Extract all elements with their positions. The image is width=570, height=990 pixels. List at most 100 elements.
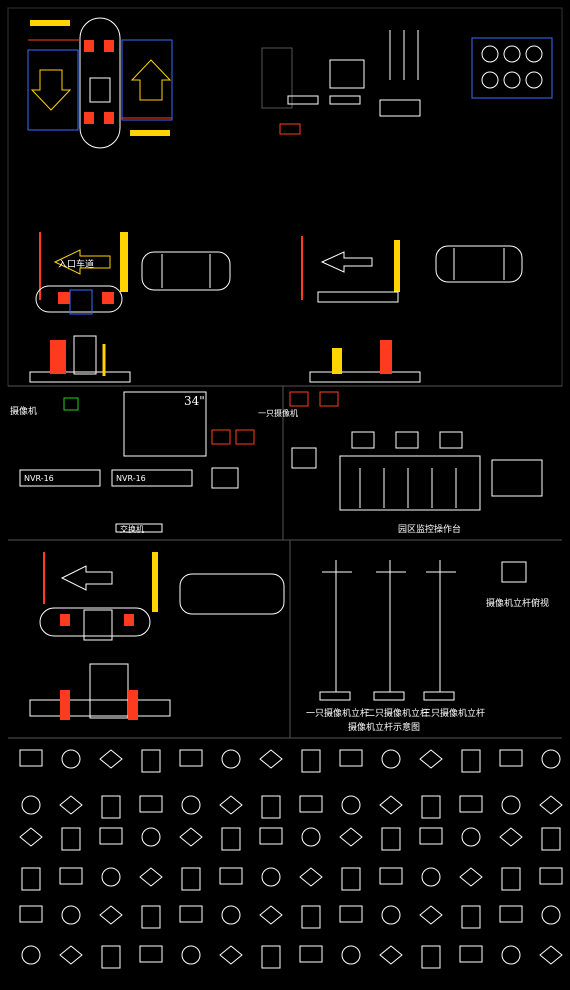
device-symbol [379,795,403,815]
device-symbol [181,795,201,815]
device-symbol [301,905,321,929]
device-symbol [139,795,163,813]
device-symbol [139,867,163,887]
device-symbol [179,749,203,767]
device-symbol [381,905,401,925]
camera-poles [319,560,527,701]
device-symbol [419,749,443,769]
device-symbol [539,867,563,885]
device-symbol [541,827,561,851]
device-symbol [221,749,241,769]
device-symbol [499,749,523,767]
symbol-library [19,749,563,969]
device-symbol [221,905,241,925]
device-symbol [19,905,43,923]
device-symbol [381,827,401,851]
decoder-label: 一只摄像机 [258,409,298,418]
device-symbol [59,945,83,965]
device-symbol [421,795,441,819]
device-symbol [259,905,283,925]
device-symbol [261,795,281,819]
device-symbol [141,749,161,773]
device-symbol [499,827,523,847]
device-symbol [101,867,121,887]
monitor-size: 34" [184,394,205,408]
device-symbol [299,945,323,963]
device-symbol [341,867,361,891]
device-symbol [341,795,361,815]
device-symbol [61,905,81,925]
gate-plan-top [27,17,173,149]
legend-block [261,30,421,135]
device-symbol [101,795,121,819]
device-symbol [181,867,201,891]
device-symbol [261,867,281,887]
device-symbol [141,905,161,929]
device-symbol [501,867,521,891]
pole-view-title: 摄像机立杆俯视 [486,599,550,609]
lane-label: 入口车道 [58,260,95,270]
device-symbol [381,749,401,769]
device-symbol [541,749,561,769]
device-symbol [19,749,43,767]
pole-caption: 摄像机立杆示意图 [348,723,421,733]
device-symbol [501,795,521,815]
switch-label: 交换机 [120,525,144,534]
device-symbol [299,867,323,887]
device-symbol [301,827,321,847]
gate-lower [29,552,285,720]
gate-elevation-left [29,335,131,383]
device-symbol [179,827,203,847]
device-symbol [59,867,83,885]
device-symbol [421,867,441,887]
device-symbol [301,749,321,773]
device-symbol [259,749,283,769]
device-symbol [21,945,41,965]
device-symbol [261,945,281,969]
device-symbol [99,827,123,845]
pole-label-3: 三只摄像机立杆 [422,709,486,719]
lane-right [301,236,523,303]
device-symbol [299,795,323,813]
lane-left [35,232,231,315]
nvr-panel [19,391,339,533]
device-symbol [219,795,243,815]
device-symbol [101,945,121,969]
device-symbol [99,905,123,925]
device-symbol [461,827,481,847]
device-symbol [539,945,563,965]
device-symbol [379,945,403,965]
nvr-label-2: NVR-16 [116,474,146,483]
gate-elevation-right [309,340,421,383]
device-symbol [339,749,363,767]
device-symbol [459,867,483,887]
device-symbol [501,945,521,965]
device-symbol [139,945,163,963]
console-panel [291,431,543,511]
pole-label-2: 二只摄像机立杆 [366,709,430,719]
device-symbol [221,827,241,851]
device-symbol [219,867,243,885]
device-symbol [421,945,441,969]
device-symbol [499,905,523,923]
device-symbol [419,905,443,925]
device-symbol [219,945,243,965]
panel-frames [7,7,563,739]
device-symbol [19,827,43,847]
nvr-label-1: NVR-16 [24,474,54,483]
device-symbol [459,795,483,813]
device-symbol [179,905,203,923]
device-symbol [339,905,363,923]
device-symbol [21,795,41,815]
device-symbol [539,795,563,815]
device-symbol [461,905,481,929]
pole-label-1: 一只摄像机立杆 [306,709,370,719]
device-symbol [61,749,81,769]
device-symbol [459,945,483,963]
device-symbol [541,905,561,925]
device-symbol [21,867,41,891]
device-symbol [341,945,361,965]
device-symbol [339,827,363,847]
nvr-title: 摄像机 [10,407,38,417]
